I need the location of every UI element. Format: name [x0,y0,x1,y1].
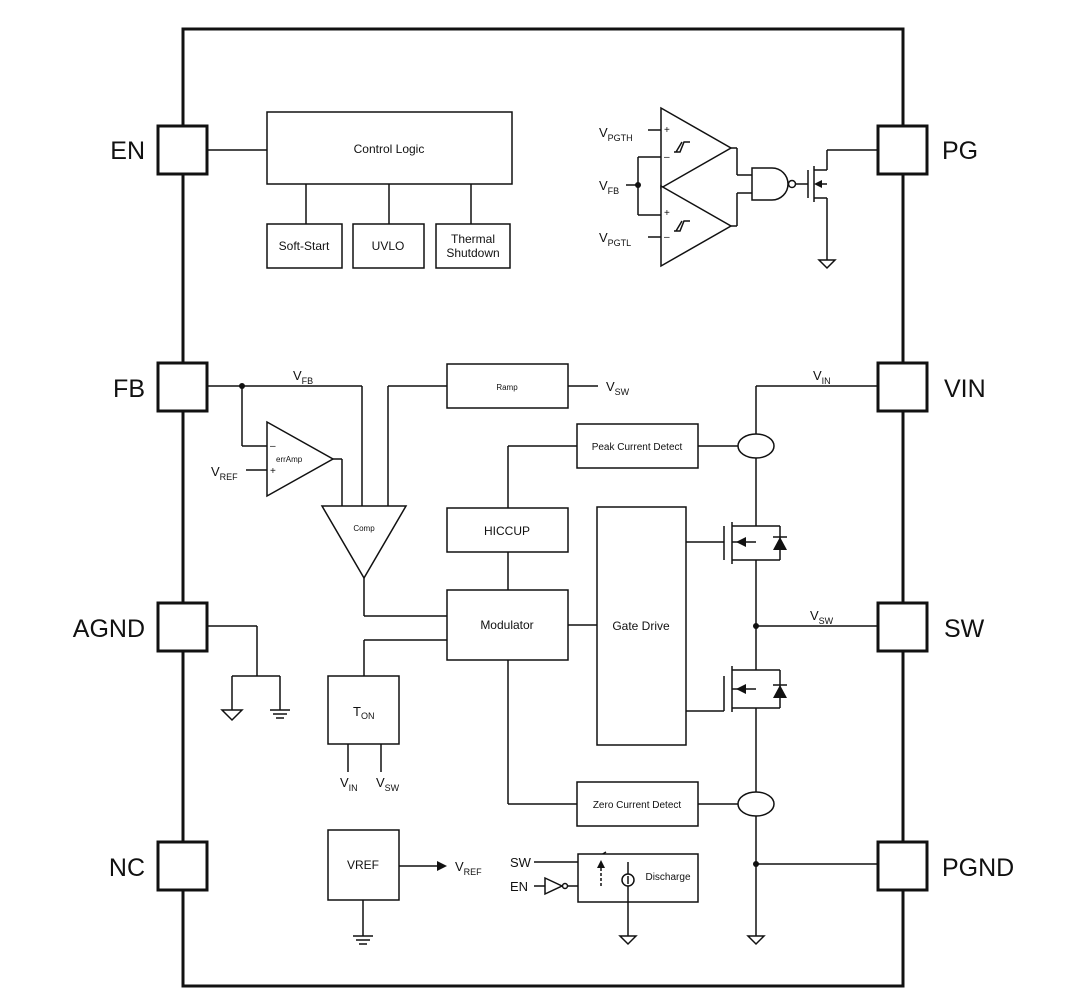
pin-fb: FB [113,361,209,413]
svg-text:VPGTL: VPGTL [599,230,631,248]
svg-text:VFB: VFB [599,178,619,196]
discharge-label: Discharge [645,872,690,883]
modulator-label: Modulator [480,618,533,632]
pg-comparator-top: + – [660,106,733,190]
svg-text:VPGTH: VPGTH [599,125,633,143]
svg-text:VIN: VIN [813,368,831,386]
pin-sw: SW [876,601,985,653]
earth-ground-icon [270,709,290,719]
err-amp-label: errAmp [276,455,303,464]
signal-ground-icon [220,709,244,722]
pin-pg-label: PG [942,137,978,165]
pin-agnd: AGND [73,601,209,653]
svg-text:VREF: VREF [455,859,482,877]
ramp-block [446,363,569,409]
discharge-buffer [544,876,564,896]
thermal-shutdown-block [435,223,511,269]
pin-vin-label: VIN [944,375,986,403]
pin-pg: PG [876,124,978,176]
comp-label: Comp [353,524,375,533]
pin-vin: VIN [876,361,986,413]
discharge-en-label: EN [510,879,528,894]
svg-text:+: + [270,466,276,477]
svg-text:+: + [664,208,670,219]
nand-gate [751,167,789,201]
ground-icon [817,259,837,270]
uvlo-label: UVLO [372,239,405,253]
svg-text:–: – [664,232,670,243]
ramp-label: Ramp [496,383,518,392]
svg-text:+: + [664,125,670,136]
pwm-comparator [320,505,408,580]
vref-earth-ground-icon [353,935,373,945]
vref-output-arrow-icon [437,861,447,871]
control-logic-label: Control Logic [354,142,425,156]
svg-text:VREF: VREF [211,464,238,482]
peak-current-sensor [737,433,775,459]
pin-nc-label: NC [109,854,145,882]
control-logic-block [266,111,513,185]
svg-text:VSW: VSW [606,379,630,397]
zero-current-label: Zero Current Detect [593,800,682,811]
svg-text:TON: TON [353,704,374,721]
vref-block [327,829,400,901]
thermal-label-2: Shutdown [446,246,499,260]
vref-label: VREF [347,858,379,872]
uvlo-block [352,223,425,269]
modulator-block [446,589,569,661]
discharge-ground-icon [618,935,638,946]
pin-fb-label: FB [113,375,145,403]
high-side-fet [686,522,787,564]
chip-outline [181,27,905,988]
pin-agnd-label: AGND [73,615,145,643]
svg-text:VIN: VIN [340,775,358,793]
soft-start-block [266,223,343,269]
hiccup-block [446,507,569,553]
error-amplifier [266,420,335,498]
soft-start-label: Soft-Start [279,239,330,253]
low-side-fet [686,666,787,712]
pin-pgnd: PGND [876,840,1014,892]
pgnd-ground-icon [746,935,766,946]
pg-comparator-bottom: + – [660,184,733,268]
discharge-block [577,853,699,903]
peak-current-label: Peak Current Detect [592,442,683,453]
discharge-sw-label: SW [510,855,532,870]
gate-drive-label: Gate Drive [612,619,670,633]
ton-block [327,675,400,745]
zero-current-sensor [737,791,775,817]
svg-text:VSW: VSW [376,775,400,793]
svg-text:–: – [270,441,276,452]
svg-text:VSW: VSW [810,608,834,626]
pin-en: EN [110,124,209,176]
pin-en-label: EN [110,137,145,165]
pin-pgnd-label: PGND [942,854,1014,882]
svg-text:–: – [664,152,670,163]
pin-nc: NC [109,840,209,892]
thermal-label-1: Thermal [451,232,495,246]
pin-sw-label: SW [944,615,985,643]
peak-current-detect-block [576,423,699,469]
hiccup-label: HICCUP [484,524,530,538]
zero-current-detect-block [576,781,699,827]
svg-text:VFB: VFB [293,368,313,386]
gate-drive-block [596,506,687,746]
